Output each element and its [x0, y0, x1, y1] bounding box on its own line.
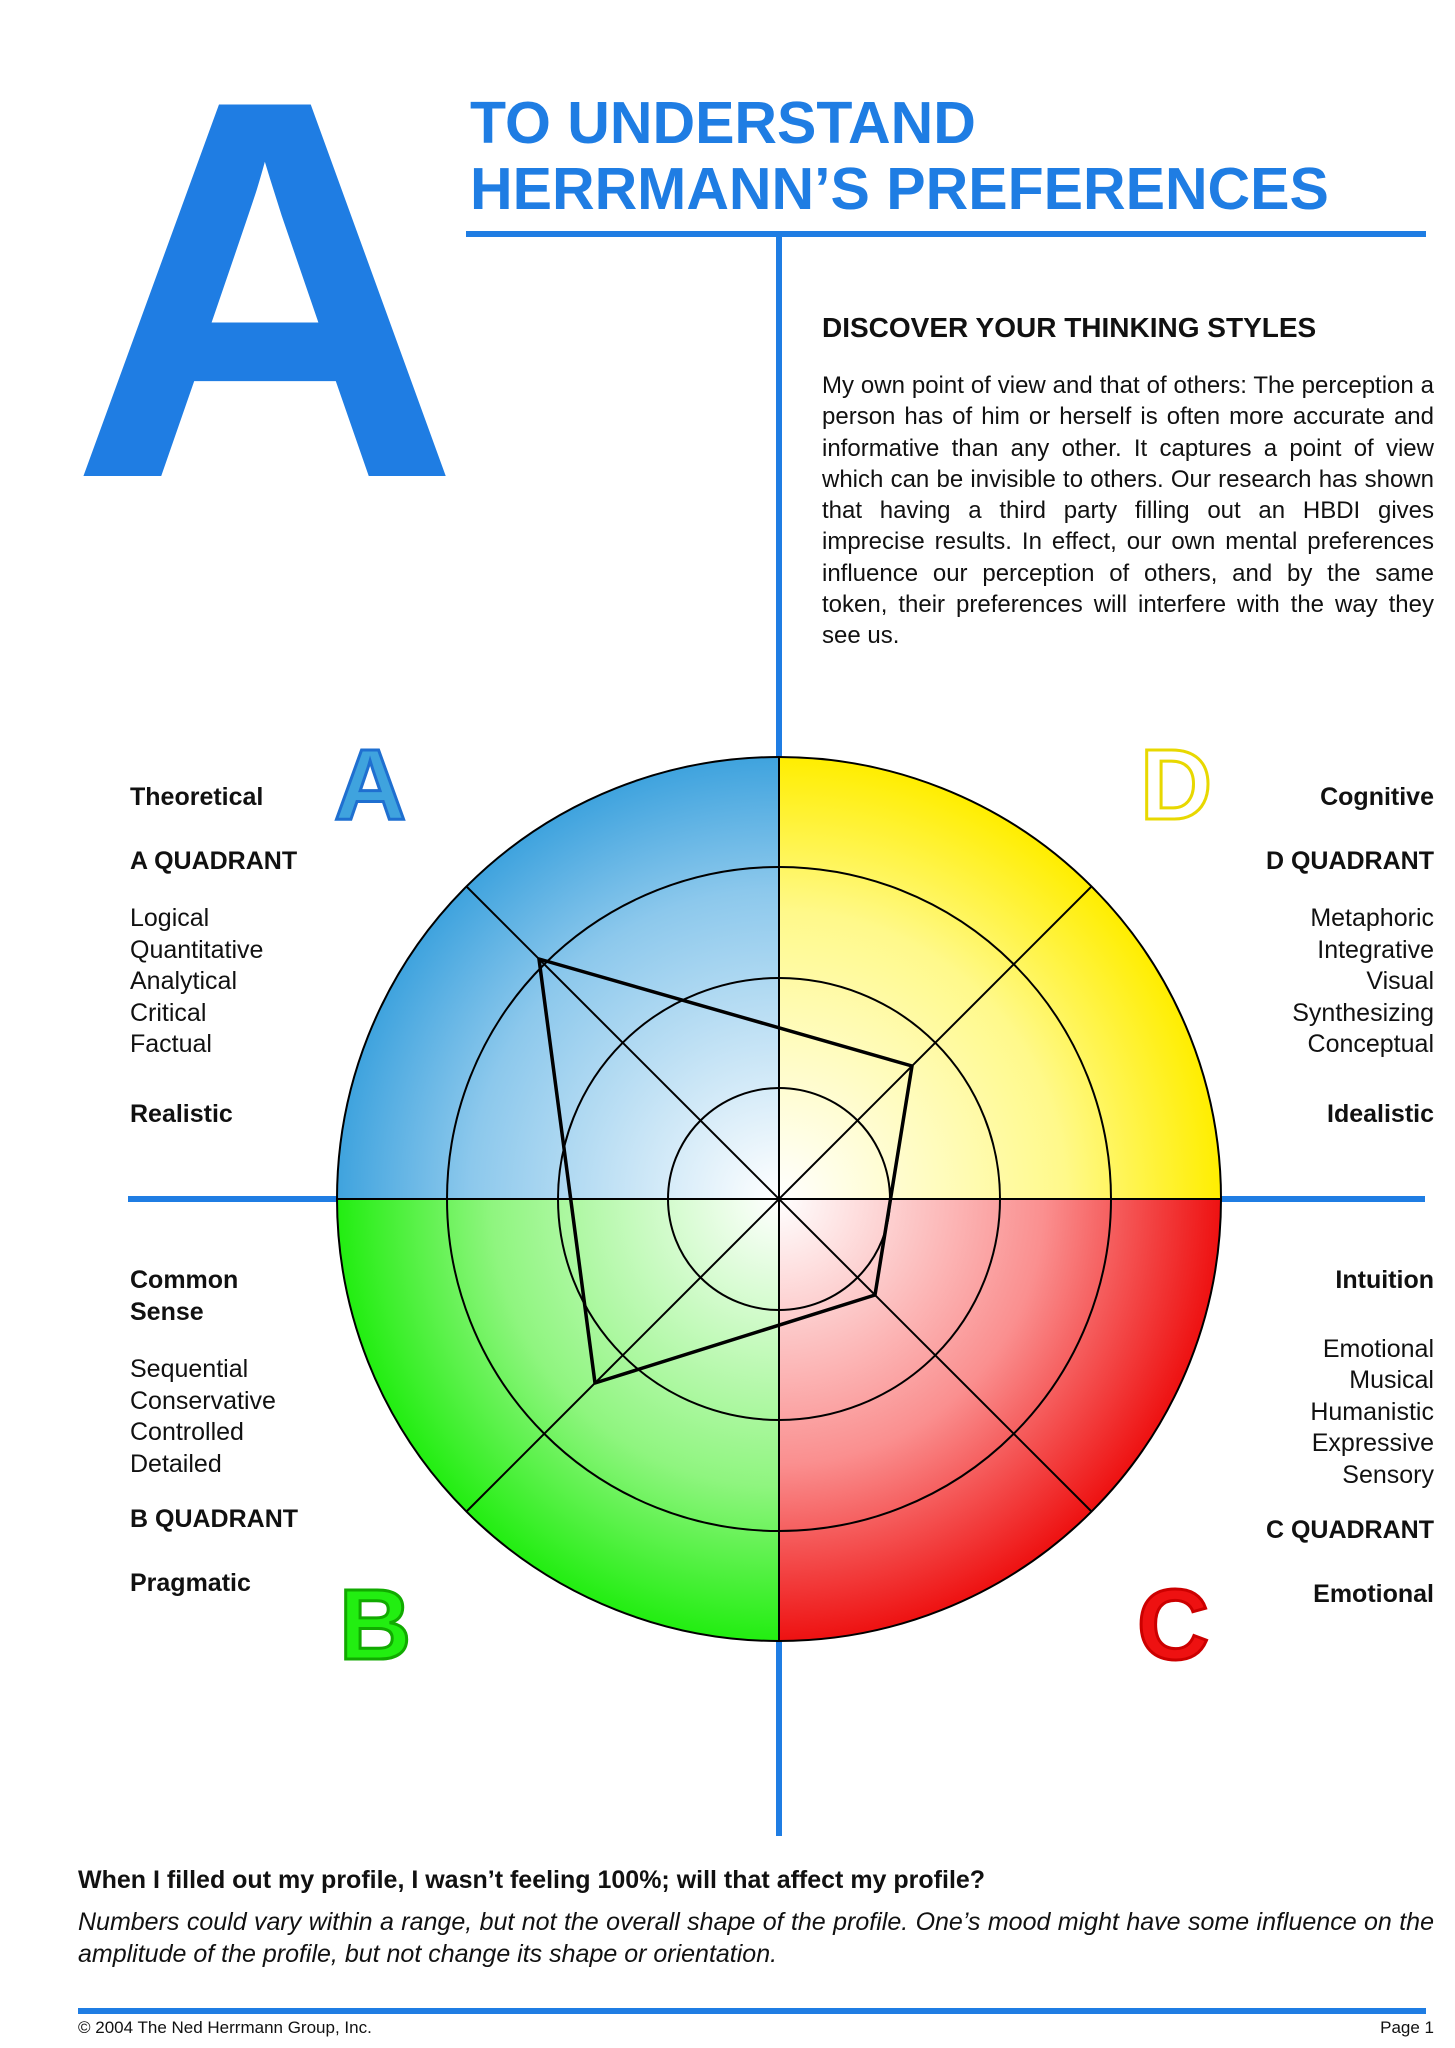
quadrant-d-top: Cognitive	[1320, 783, 1434, 811]
list-item: Musical	[1349, 1366, 1434, 1394]
list-item: Controlled	[130, 1418, 244, 1446]
quadrant-d-text: Cognitive D QUADRANT Metaphoric Integrat…	[1266, 782, 1434, 1130]
profile-shape	[537, 957, 914, 1385]
list-item: Conceptual	[1307, 1030, 1434, 1058]
quadrant-b-name: B QUADRANT	[130, 1505, 299, 1533]
quadrant-b-bottom: Pragmatic	[130, 1568, 251, 1597]
quadrant-a-items: Logical Quantitative Analytical Critical…	[130, 903, 297, 1061]
quadrant-c-items: Emotional Musical Humanistic Expressive …	[1266, 1334, 1434, 1492]
horizontal-divider-right	[1218, 1196, 1425, 1202]
footer-page-number: Page 1	[1380, 2018, 1434, 2037]
quadrant-letter-d: D	[1138, 729, 1213, 841]
section-heading: DISCOVER YOUR THINKING STYLES	[822, 312, 1317, 343]
vertical-divider-bottom	[776, 1640, 782, 1836]
list-item: Visual	[1366, 967, 1434, 995]
quadrant-d-name: D QUADRANT	[1265, 846, 1434, 875]
list-item: Analytical	[130, 967, 237, 995]
list-item: Critical	[130, 998, 207, 1027]
quadrant-a-name: A QUADRANT	[130, 846, 298, 875]
title-underline	[466, 231, 1426, 237]
list-item: Emotional	[1322, 1334, 1434, 1363]
list-item: Humanistic	[1310, 1397, 1434, 1426]
list-item: Logical	[130, 904, 210, 932]
title-line-2: HERRMANN’S PREFERENCES	[470, 156, 1329, 222]
quadrant-letter-b: B	[337, 1569, 412, 1681]
list-item: Detailed	[130, 1449, 222, 1478]
page-title: TO UNDERSTAND HERRMANN’S PREFERENCES	[470, 90, 1329, 222]
list-item: Integrative	[1317, 935, 1434, 964]
quadrant-d-items: Metaphoric Integrative Visual Synthesizi…	[1266, 903, 1434, 1061]
list-item: Metaphoric	[1310, 904, 1434, 932]
list-item: Conservative	[130, 1386, 276, 1415]
big-letter-a: A	[70, 0, 460, 591]
quadrant-c-bottom: Emotional	[1313, 1579, 1434, 1608]
list-item: Expressive	[1311, 1429, 1434, 1457]
quadrant-b-items: Sequential Conservative Controlled Detai…	[130, 1354, 298, 1480]
quadrant-c-name: C QUADRANT	[1265, 1516, 1434, 1544]
axis-diagonal-2	[465, 885, 1093, 1513]
list-item: Sensory	[1342, 1460, 1434, 1489]
quadrant-c-top: Intuition	[1335, 1266, 1434, 1294]
list-item: Synthesizing	[1292, 998, 1434, 1027]
list-item: Factual	[130, 1030, 212, 1058]
vertical-divider-top	[776, 234, 782, 758]
intro-paragraph: My own point of view and that of others:…	[822, 372, 1434, 650]
title-line-1: TO UNDERSTAND	[470, 90, 976, 156]
quadrant-letter-c: C	[1135, 1569, 1210, 1681]
quadrant-b-top-line2: Sense	[130, 1297, 204, 1326]
list-item: Sequential	[130, 1355, 249, 1383]
quadrant-c-text: Intuition Emotional Musical Humanistic E…	[1266, 1265, 1434, 1610]
quadrant-a-top: Theoretical	[130, 783, 264, 811]
quadrant-d-bottom: Idealistic	[1327, 1099, 1434, 1128]
list-item: Quantitative	[130, 935, 264, 964]
footer-copyright: © 2004 The Ned Herrmann Group, Inc.	[78, 2018, 372, 2037]
faq-answer: Numbers could vary within a range, but n…	[78, 1908, 1434, 1968]
horizontal-divider-left	[128, 1196, 338, 1202]
quadrant-letter-a: A	[332, 729, 407, 841]
quadrant-b-top-line1: Common	[130, 1266, 239, 1294]
faq-question: When I filled out my profile, I wasn’t f…	[78, 1866, 986, 1894]
footer-rule	[78, 2008, 1426, 2014]
quadrant-a-bottom: Realistic	[130, 1099, 233, 1128]
quadrant-b-text: Common Sense Sequential Conservative Con…	[130, 1265, 298, 1599]
quadrant-a-text: Theoretical A QUADRANT Logical Quantitat…	[130, 782, 297, 1130]
